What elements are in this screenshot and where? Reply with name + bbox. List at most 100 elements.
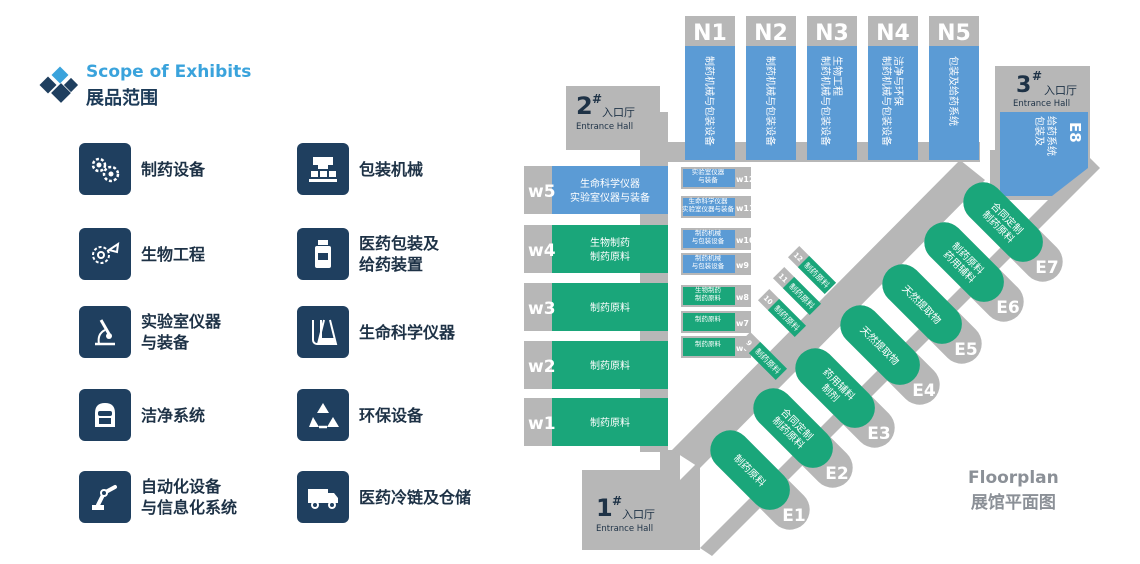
category-clean-systems: 洁净系统 xyxy=(79,389,205,441)
svg-text:Entrance Hall: Entrance Hall xyxy=(596,524,653,534)
svg-text:E2: E2 xyxy=(825,464,848,484)
hall-w2: w2 制药原料 xyxy=(524,341,668,389)
svg-text:生物制药制药原料: 生物制药制药原料 xyxy=(590,236,630,263)
svg-text:制药机械与包装设备: 制药机械与包装设备 xyxy=(819,56,832,146)
svg-text:制药机械与包装设备: 制药机械与包装设备 xyxy=(880,56,893,146)
category-label: 医药包装及 给药装置 xyxy=(359,234,440,274)
svg-text:生命科学仪器实验室仪器与装备: 生命科学仪器实验室仪器与装备 xyxy=(570,177,650,204)
svg-text:洁净与环保: 洁净与环保 xyxy=(892,56,905,106)
category-label: 环保设备 xyxy=(359,405,424,425)
svg-text:制药机械与包装设备: 制药机械与包装设备 xyxy=(703,56,716,146)
svg-text:#: # xyxy=(612,494,622,508)
svg-text:w2: w2 xyxy=(528,357,556,377)
floorplan-title-cn: 展馆平面图 xyxy=(970,493,1056,513)
test-tubes-icon xyxy=(297,306,349,358)
hall-w5: w5 生命科学仪器实验室仪器与装备 xyxy=(524,166,668,214)
category-label: 制药设备 xyxy=(141,159,206,179)
svg-text:#: # xyxy=(592,92,602,106)
category-label: 生命科学仪器 xyxy=(359,322,456,342)
svg-text:E4: E4 xyxy=(912,381,936,401)
medicine-bottle-icon xyxy=(297,228,349,280)
svg-text:Entrance Hall: Entrance Hall xyxy=(576,122,633,132)
category-pharma-equipment: 制药设备 xyxy=(79,143,205,195)
svg-text:制药机械与包装设备: 制药机械与包装设备 xyxy=(692,228,725,245)
packaging-machine-icon xyxy=(297,143,349,195)
entrance-2: 2 # 入口厅 Entrance Hall xyxy=(576,92,635,132)
svg-text:包装及给药系统: 包装及给药系统 xyxy=(947,56,960,126)
svg-text:入口厅: 入口厅 xyxy=(1044,84,1077,97)
floorplan-title: Floorplan 展馆平面图 xyxy=(968,468,1059,513)
hall-w6: w6 制药原料 xyxy=(681,336,751,358)
category-environmental: 环保设备 xyxy=(297,389,423,441)
svg-text:入口厅: 入口厅 xyxy=(622,508,655,521)
category-cold-chain: 医药冷链及仓储 xyxy=(297,471,471,523)
svg-text:N5: N5 xyxy=(937,21,971,46)
svg-text:w4: w4 xyxy=(528,241,556,261)
svg-text:N1: N1 xyxy=(693,21,727,46)
svg-text:制药原料: 制药原料 xyxy=(590,359,630,372)
hall-w7: w7 制药原料 xyxy=(681,311,751,333)
gears-icon xyxy=(79,143,131,195)
hall-n3: N3制药机械与包装设备生物工程 xyxy=(807,16,857,160)
robot-arm-icon xyxy=(79,471,131,523)
entrance-1: 1 # 入口厅 Entrance Hall xyxy=(596,494,655,534)
svg-text:w11: w11 xyxy=(736,204,755,213)
hall-n1: N1 制药机械与包装设备 xyxy=(685,16,735,160)
svg-text:制药机械与包装设备: 制药机械与包装设备 xyxy=(764,56,777,146)
cold-chain-truck-icon xyxy=(297,471,349,523)
svg-text:2: 2 xyxy=(576,92,593,120)
floorplan-title-en: Floorplan xyxy=(968,468,1059,488)
scope-title-en: Scope of Exhibits xyxy=(86,62,252,82)
svg-text:N4: N4 xyxy=(876,21,910,46)
svg-text:1: 1 xyxy=(596,494,613,522)
svg-text:w5: w5 xyxy=(528,182,556,202)
svg-text:w8: w8 xyxy=(736,293,749,302)
svg-text:w1: w1 xyxy=(528,414,556,434)
svg-text:N3: N3 xyxy=(815,21,849,46)
svg-text:E7: E7 xyxy=(1035,258,1058,278)
svg-text:制药原料: 制药原料 xyxy=(590,416,630,429)
svg-text:制药原料: 制药原料 xyxy=(590,301,630,314)
svg-text:实验室仪器与装备: 实验室仪器与装备 xyxy=(692,167,725,184)
svg-text:E5: E5 xyxy=(954,340,977,360)
svg-text:制药原料: 制药原料 xyxy=(695,339,722,348)
svg-text:制药原料: 制药原料 xyxy=(695,314,722,323)
svg-text:Entrance Hall: Entrance Hall xyxy=(1013,99,1070,109)
hall-w1: w1 制药原料 xyxy=(524,398,668,446)
category-packaging-machinery: 包装机械 xyxy=(297,143,423,195)
svg-text:E3: E3 xyxy=(867,424,890,444)
logo-icon xyxy=(39,66,79,103)
svg-text:3: 3 xyxy=(1016,73,1031,98)
svg-text:生命科学仪器实验室仪器与装备: 生命科学仪器实验室仪器与装备 xyxy=(682,196,735,213)
microscope-icon xyxy=(79,306,131,358)
cleanroom-mask-icon xyxy=(79,389,131,441)
category-automation: 自动化设备 与信息化系统 xyxy=(79,471,237,523)
svg-text:入口厅: 入口厅 xyxy=(602,106,635,119)
hall-w4: w4 生物制药制药原料 xyxy=(524,225,668,273)
svg-text:w7: w7 xyxy=(736,319,749,328)
svg-text:w9: w9 xyxy=(736,261,749,270)
category-medical-packaging: 医药包装及 给药装置 xyxy=(297,228,439,280)
svg-text:9: 9 xyxy=(744,339,753,348)
hall-n4: N4 制药机械与包装设备洁净与环保 xyxy=(868,16,918,160)
category-label: 洁净系统 xyxy=(141,405,206,425)
category-lab-instruments: 实验室仪器 与装备 xyxy=(79,306,221,358)
svg-text:w6: w6 xyxy=(736,344,749,353)
hall-n5: N5 包装及给药系统 xyxy=(929,16,979,160)
svg-text:#: # xyxy=(1032,69,1042,83)
category-label: 医药冷链及仓储 xyxy=(359,487,472,507)
hall-e8: 3 # 入口厅 Entrance Hall E8 包装及给药系统 xyxy=(990,66,1090,200)
category-label: 实验室仪器 与装备 xyxy=(141,312,222,352)
